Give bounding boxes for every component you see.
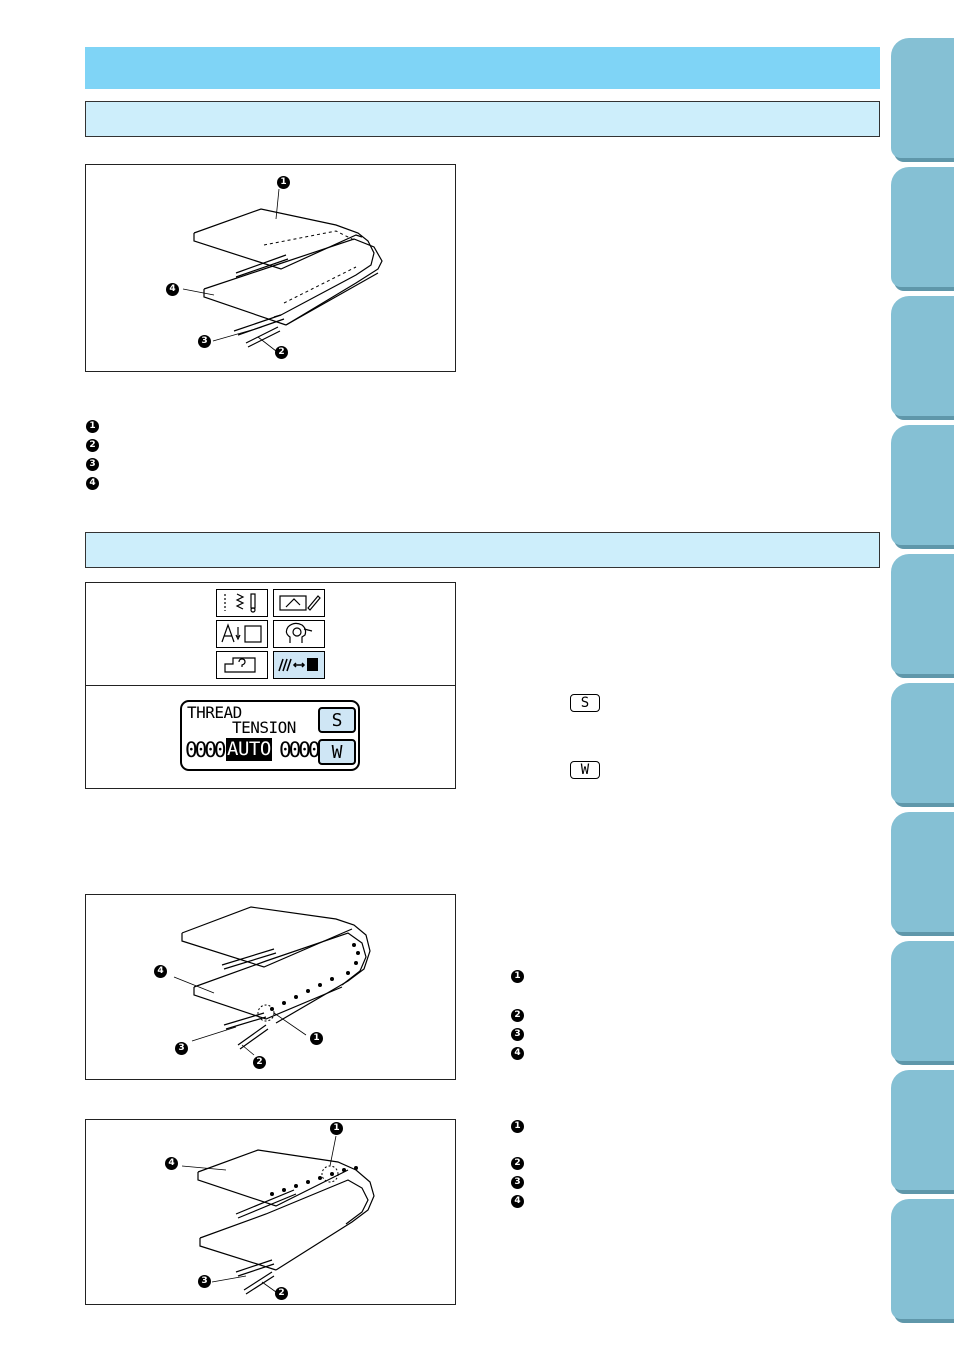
section-header-bar-2 bbox=[85, 532, 880, 568]
callout-2: 2 bbox=[253, 1056, 266, 1069]
callout-4: 4 bbox=[165, 1157, 178, 1170]
figure-upper-tension-tight: 4 3 2 1 bbox=[85, 894, 456, 1080]
callout-4: 4 bbox=[154, 965, 167, 978]
figure-upper-tension-loose: 4 1 3 2 bbox=[85, 1119, 456, 1305]
callout-3: 3 bbox=[175, 1042, 188, 1055]
side-tab-8[interactable] bbox=[891, 941, 954, 1061]
callout-2: 2 bbox=[275, 1287, 288, 1300]
legend-marker-3: 3 bbox=[86, 458, 99, 471]
tension-bar-right: 0000 bbox=[279, 738, 321, 762]
side-tab-5[interactable] bbox=[891, 554, 954, 674]
figure-divider bbox=[86, 685, 455, 686]
legend-3-marker-2: 2 bbox=[511, 1009, 524, 1022]
legend-4-marker-3: 3 bbox=[511, 1176, 524, 1189]
legend-3-marker-3: 3 bbox=[511, 1028, 524, 1041]
thread-tension-icon[interactable] bbox=[273, 651, 325, 679]
figure-correct-tension: 1 4 3 2 bbox=[85, 164, 456, 372]
side-tab-9[interactable] bbox=[891, 1070, 954, 1190]
legend-4-marker-2: 2 bbox=[511, 1157, 524, 1170]
side-tab-4[interactable] bbox=[891, 425, 954, 545]
legend-3-marker-4: 4 bbox=[511, 1047, 524, 1060]
legend-4-marker-4: 4 bbox=[511, 1195, 524, 1208]
lcd-line2: TENSION bbox=[232, 718, 296, 737]
fabric-diagram-2 bbox=[173, 906, 371, 1056]
side-tab-3[interactable] bbox=[891, 296, 954, 416]
legend-3-marker-1: 1 bbox=[511, 970, 524, 983]
lcd-line1: THREAD bbox=[187, 703, 242, 722]
fabric-diagram-3 bbox=[181, 1135, 375, 1295]
legend-marker-1: 1 bbox=[86, 420, 99, 433]
weak-tension-button[interactable]: W bbox=[318, 739, 356, 765]
callout-1: 1 bbox=[330, 1122, 343, 1135]
machine-help-icon[interactable] bbox=[216, 651, 268, 679]
stitch-width-length-icon[interactable] bbox=[216, 589, 268, 617]
callout-1: 1 bbox=[277, 176, 290, 189]
fabric-diagram-1 bbox=[182, 188, 383, 352]
callout-1: 1 bbox=[310, 1032, 323, 1045]
figure-tension-screen bbox=[85, 582, 456, 789]
callout-2: 2 bbox=[275, 346, 288, 359]
section-header-bar-1 bbox=[85, 101, 880, 137]
strong-tension-button[interactable]: S bbox=[318, 707, 356, 733]
tension-auto-indicator: AUTO bbox=[226, 738, 272, 761]
side-tab-10[interactable] bbox=[891, 1199, 954, 1319]
text-mode-icon[interactable] bbox=[216, 620, 268, 648]
page-title-bar bbox=[85, 47, 880, 89]
legend-marker-4: 4 bbox=[86, 477, 99, 490]
callout-3: 3 bbox=[198, 335, 211, 348]
thread-tension-lcd: THREAD TENSION 0000 AUTO 0000 S W bbox=[180, 700, 360, 771]
legend-4-marker-1: 1 bbox=[511, 1120, 524, 1133]
side-tab-2[interactable] bbox=[891, 167, 954, 287]
help-head-icon[interactable] bbox=[273, 620, 325, 648]
legend-marker-2: 2 bbox=[86, 439, 99, 452]
strong-key-icon: S bbox=[570, 694, 600, 712]
side-tab-7[interactable] bbox=[891, 812, 954, 932]
side-tab-1[interactable] bbox=[891, 38, 954, 158]
side-tab-6[interactable] bbox=[891, 683, 954, 803]
callout-4: 4 bbox=[166, 283, 179, 296]
callout-3: 3 bbox=[198, 1275, 211, 1288]
screen-edit-icon[interactable] bbox=[273, 589, 325, 617]
tension-bar-left: 0000 bbox=[185, 738, 227, 762]
weak-key-icon: W bbox=[570, 761, 600, 779]
